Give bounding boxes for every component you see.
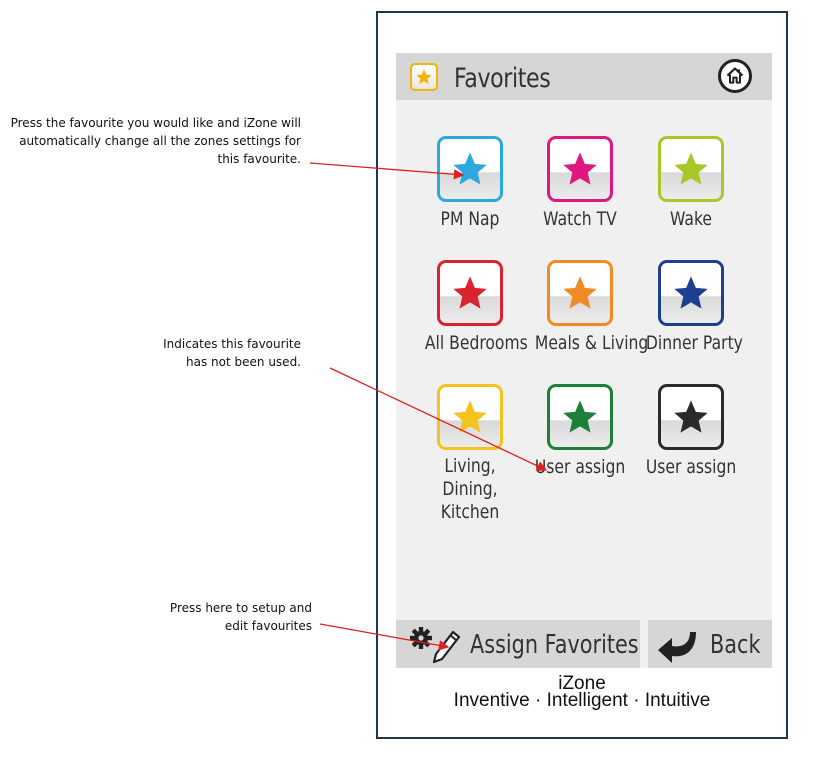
star-icon	[674, 152, 708, 185]
favorite-star-box	[547, 260, 613, 326]
favorite-star-box	[437, 136, 503, 202]
favorite-label: Watch TV	[543, 208, 617, 230]
favorite-tile[interactable]: Living, Dining, Kitchen	[415, 384, 525, 524]
assign-favorites-button[interactable]: Assign Favorites	[396, 620, 640, 668]
back-label: Back	[710, 630, 761, 660]
favorite-label: User assign	[645, 456, 737, 478]
star-icon	[674, 276, 708, 309]
favorites-screen: Favorites PM Nap Watch TV Wake All B	[396, 53, 772, 668]
back-arrow-icon	[658, 632, 696, 663]
favorite-star-box	[658, 260, 724, 326]
favorite-star-box	[547, 384, 613, 450]
star-icon	[674, 400, 708, 433]
favorite-label: User assign	[534, 456, 626, 478]
unused-arrow	[329, 367, 548, 471]
annotation-line: has not been used.	[186, 355, 301, 369]
back-button[interactable]: Back	[648, 620, 772, 668]
annotation-setup: Press here to setup and edit favourites	[0, 599, 312, 635]
brand-name: iZone	[558, 673, 606, 694]
annotation-line: automatically change all the zones setti…	[19, 134, 301, 148]
star-icon	[563, 400, 597, 433]
home-button[interactable]	[718, 59, 752, 93]
favorite-tile[interactable]: User assign	[525, 384, 635, 479]
favorite-star-box	[658, 136, 724, 202]
favourite-arrow	[309, 162, 465, 180]
header-bar: Favorites	[396, 53, 772, 100]
favorite-tile[interactable]: All Bedrooms	[415, 260, 528, 355]
star-icon	[453, 276, 487, 309]
favorite-label: Dinner Party	[645, 332, 743, 354]
annotation-line: edit favourites	[224, 619, 312, 633]
page-title: Favorites	[454, 63, 551, 94]
favorite-tile[interactable]: User assign	[636, 384, 746, 479]
favorite-tile[interactable]: Dinner Party	[636, 260, 746, 355]
annotation-favourite: Press the favourite you would like and i…	[0, 114, 301, 168]
annotation-line: Indicates this favourite	[163, 337, 301, 351]
annotation-unused: Indicates this favourite has not been us…	[0, 335, 301, 371]
favorite-label: All Bedrooms	[424, 332, 528, 354]
brand-tagline: Inventive · Intelligent · Intuitive	[453, 690, 711, 711]
home-icon	[726, 67, 744, 84]
favorite-tile[interactable]: Meals & Living	[525, 260, 649, 355]
star-icon	[453, 400, 487, 433]
setup-arrow	[319, 623, 450, 651]
annotation-line: Press here to setup and	[169, 601, 312, 615]
star-icon	[410, 63, 438, 91]
favorite-label: Meals & Living	[534, 332, 649, 354]
favorite-star-box	[658, 384, 724, 450]
favorite-label: Wake	[669, 208, 712, 230]
favorite-label: PM Nap	[440, 208, 500, 230]
star-icon	[563, 276, 597, 309]
favorite-star-box	[547, 136, 613, 202]
favorite-star-box	[437, 260, 503, 326]
favorite-star-box	[437, 384, 503, 450]
star-icon	[563, 152, 597, 185]
assign-favorites-label: Assign Favorites	[470, 630, 639, 660]
favorite-tile[interactable]: Watch TV	[525, 136, 635, 231]
favorite-tile[interactable]: Wake	[636, 136, 746, 231]
annotation-line: Press the favourite you would like and i…	[10, 116, 301, 130]
favorite-tile[interactable]: PM Nap	[415, 136, 525, 231]
annotation-line: this favourite.	[217, 152, 301, 166]
favorite-label: Living, Dining, Kitchen	[440, 455, 500, 523]
